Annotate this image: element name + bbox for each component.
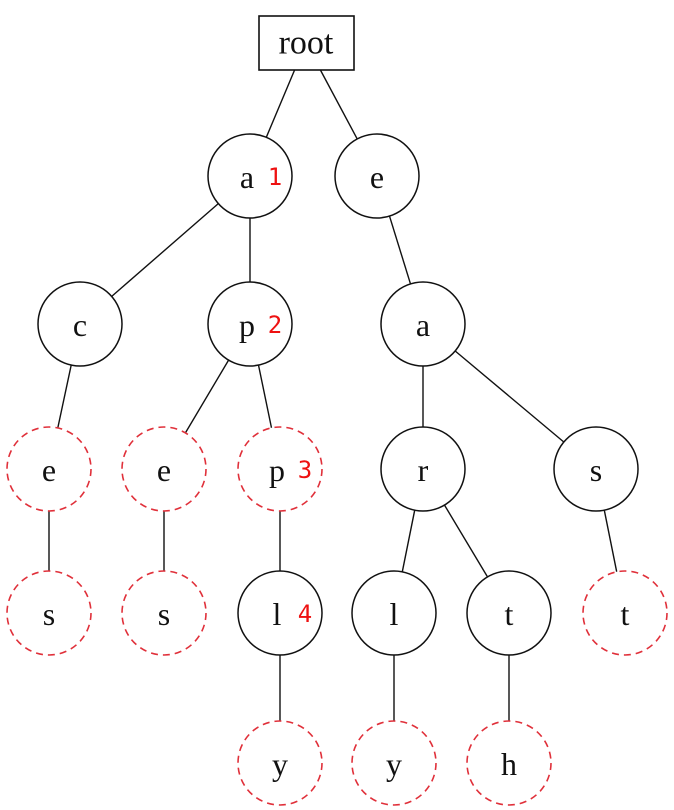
node-badge-p1: 2 xyxy=(268,311,282,339)
node-circle-l1 xyxy=(237,570,323,656)
node-circle-h1 xyxy=(466,720,552,806)
node-circle-a1 xyxy=(207,133,293,219)
node-label-s2: s xyxy=(43,596,55,632)
node-label-t1: t xyxy=(505,596,514,632)
node-label-y1: y xyxy=(272,746,288,782)
node-t2: t xyxy=(582,570,668,656)
node-circle-t1 xyxy=(466,570,552,656)
edge-r1-l2 xyxy=(401,510,416,572)
node-label-s3: s xyxy=(158,596,170,632)
node-circle-s2 xyxy=(6,570,92,656)
node-a2: a xyxy=(380,281,466,367)
node-t1: t xyxy=(466,570,552,656)
node-label-y2: y xyxy=(386,746,402,782)
node-badge-a1: 1 xyxy=(268,163,282,191)
node-label-a1: a xyxy=(240,159,254,195)
node-e3: e xyxy=(121,426,207,512)
node-label-r1: r xyxy=(418,452,429,488)
node-label-e3: e xyxy=(157,452,171,488)
node-circle-t2 xyxy=(582,570,668,656)
node-badge-l1: 4 xyxy=(298,600,312,628)
node-circle-p1 xyxy=(207,281,293,367)
node-circle-y2 xyxy=(351,720,437,806)
node-l2: l xyxy=(351,570,437,656)
node-label-a2: a xyxy=(416,307,430,343)
node-circle-s1 xyxy=(553,426,639,512)
node-r1: r xyxy=(380,426,466,512)
edge-e1-a2 xyxy=(388,215,412,285)
edge-p1-e3 xyxy=(184,359,230,434)
node-s2: s xyxy=(6,570,92,656)
node-label-e2: e xyxy=(42,452,56,488)
edge-s1-t2 xyxy=(603,510,618,572)
edge-c1-e2 xyxy=(57,364,72,429)
node-circle-l2 xyxy=(351,570,437,656)
node-e2: e xyxy=(6,426,92,512)
node-y1: y xyxy=(237,720,323,806)
node-label-p2: p xyxy=(269,452,285,488)
edge-p1-p2 xyxy=(257,364,273,429)
node-c1: c xyxy=(37,281,123,367)
node-circle-e3 xyxy=(121,426,207,512)
node-label-c1: c xyxy=(73,307,87,343)
edges-layer xyxy=(48,69,618,721)
edge-root-a1 xyxy=(265,69,296,138)
node-label-l2: l xyxy=(390,596,399,632)
node-circle-e2 xyxy=(6,426,92,512)
root-box xyxy=(258,15,355,71)
edge-a1-c1 xyxy=(111,203,219,297)
node-label-t2: t xyxy=(621,596,630,632)
edge-r1-t1 xyxy=(443,504,489,578)
node-circle-s3 xyxy=(121,570,207,656)
node-circle-y1 xyxy=(237,720,323,806)
node-e1: e xyxy=(334,133,420,219)
root-label: root xyxy=(279,25,334,62)
node-s1: s xyxy=(553,426,639,512)
node-badge-p2: 3 xyxy=(298,456,312,484)
node-circle-r1 xyxy=(380,426,466,512)
node-circle-p2 xyxy=(237,426,323,512)
node-s3: s xyxy=(121,570,207,656)
node-circle-a2 xyxy=(380,281,466,367)
node-label-p1: p xyxy=(239,307,255,343)
node-label-s1: s xyxy=(590,452,602,488)
edge-a2-s1 xyxy=(454,350,565,443)
node-label-e1: e xyxy=(370,159,384,195)
node-y2: y xyxy=(351,720,437,806)
root-node: root xyxy=(258,15,355,71)
node-circle-e1 xyxy=(334,133,420,219)
node-label-l1: l xyxy=(273,596,282,632)
node-h1: h xyxy=(466,720,552,806)
node-circle-c1 xyxy=(37,281,123,367)
edge-root-e1 xyxy=(319,69,358,140)
node-label-h1: h xyxy=(501,746,517,782)
